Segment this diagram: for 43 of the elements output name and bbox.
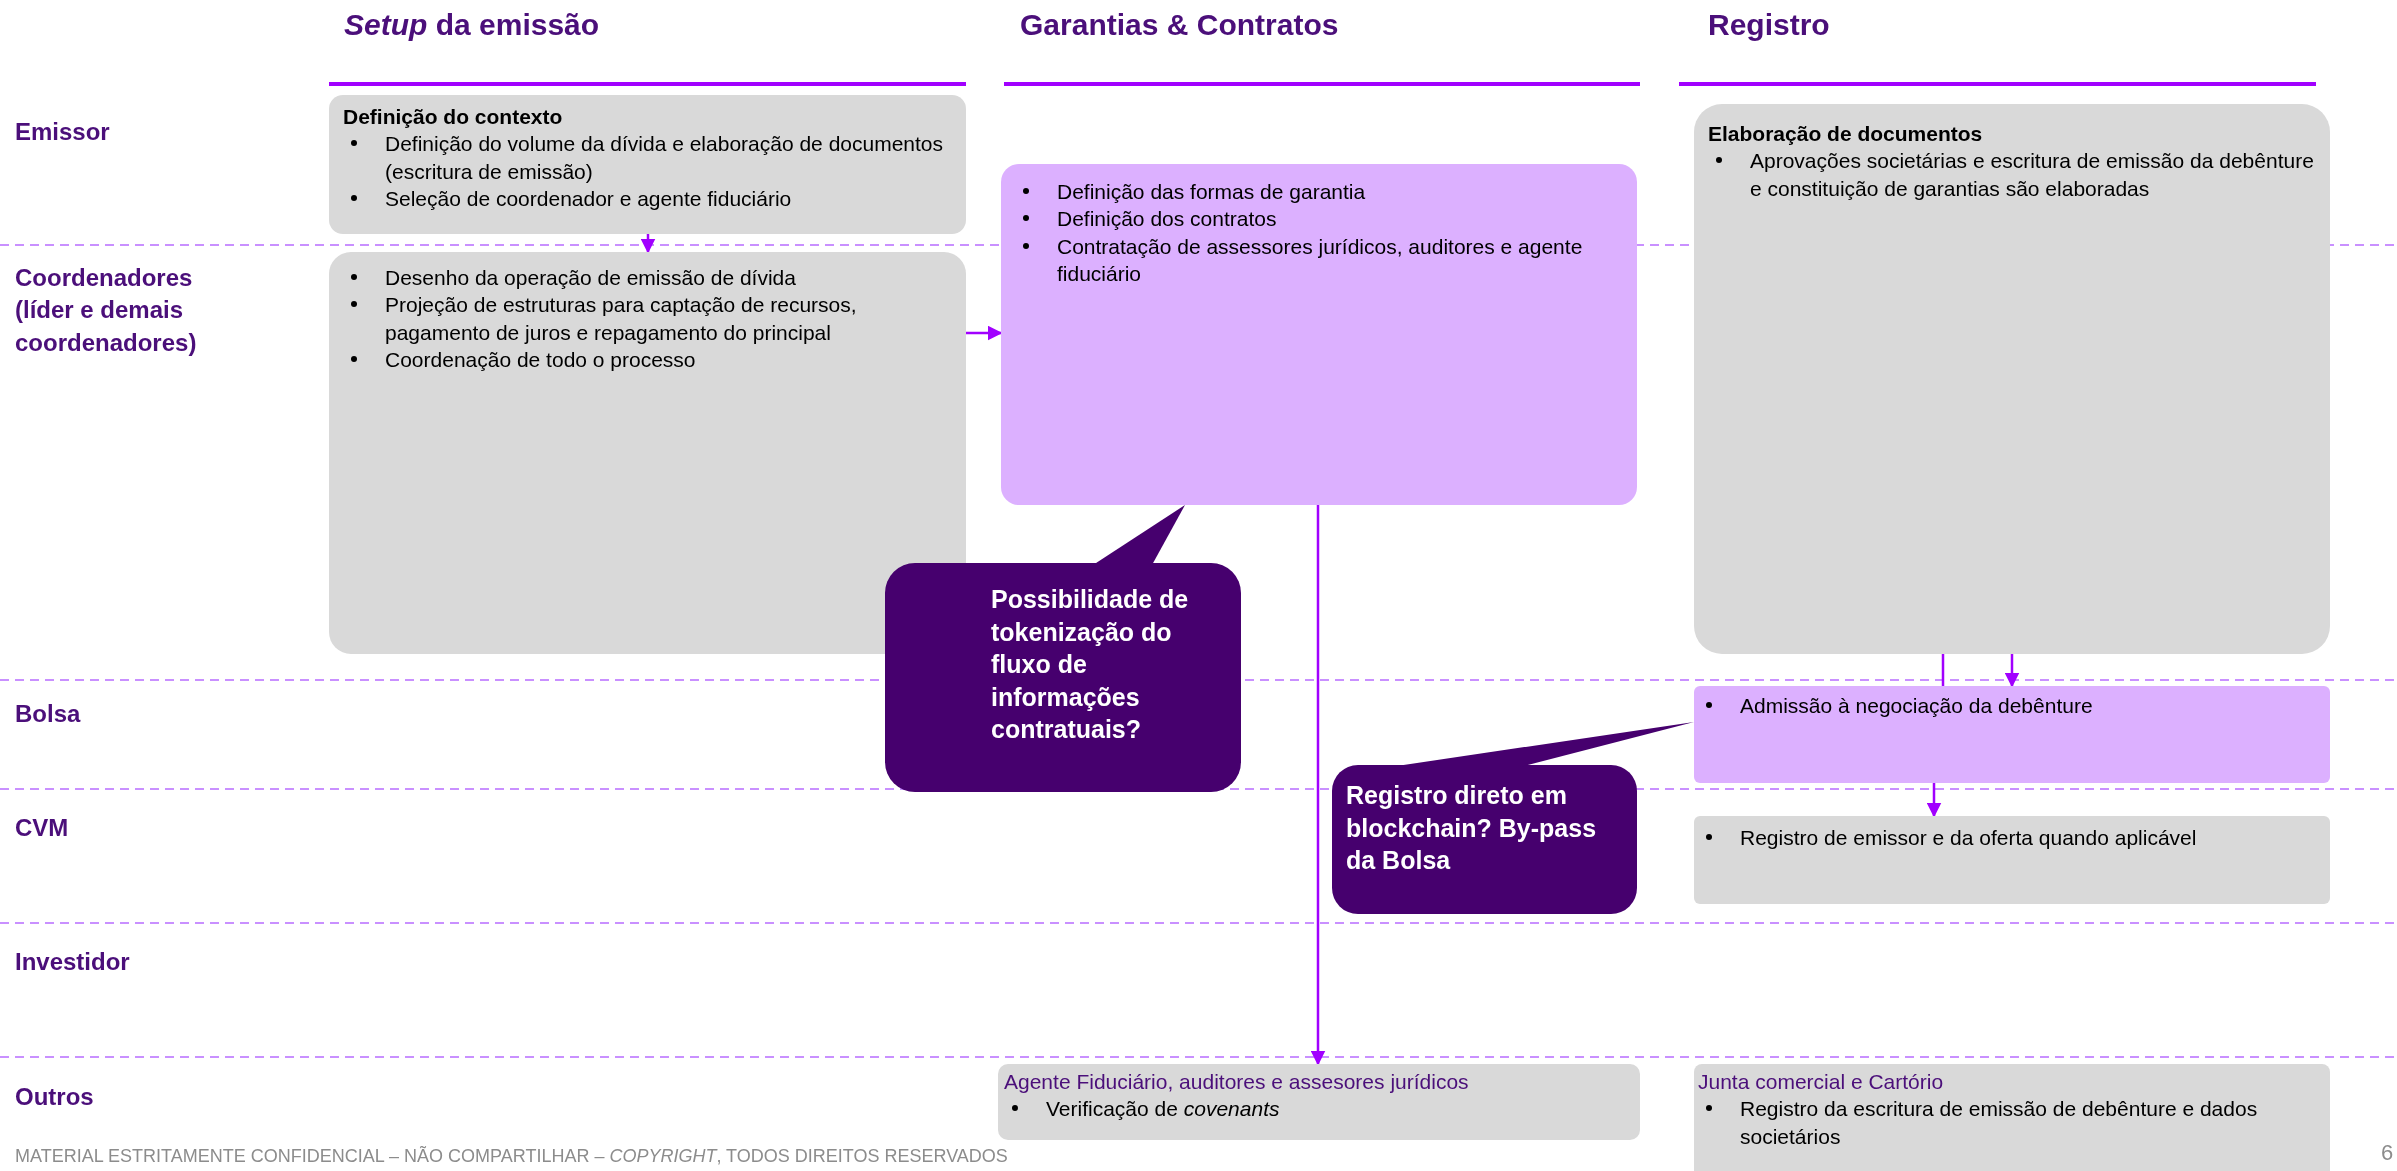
bullet-text: Registro da escritura de emissão de debênture e dados societários <box>1740 1097 2258 1148</box>
callout-text: Registro direto em blockchain? By-pass da Bolsa <box>1346 780 1598 876</box>
callout-text: Possibilidade de tokenização do fluxo de informações contratuais? <box>991 584 1190 745</box>
arrow <box>966 325 1003 341</box>
bullet-text: Desenho da operação de emissão de dívida <box>385 266 796 289</box>
lane-label: Investidor <box>15 947 131 977</box>
column-heading: Registro <box>1708 8 1830 42</box>
lane-label: Bolsa <box>15 699 82 729</box>
bullet-text: Definição dos contratos <box>1057 207 1277 231</box>
bullet-text: Coordenação de todo o processo <box>385 347 696 371</box>
arrow <box>1926 783 1942 818</box>
process-box <box>1694 104 2330 654</box>
bullet-text: Definição do volume da dívida e elaboração de documentos (escritura de emissão) <box>385 132 944 183</box>
page-number: 6 <box>2381 1140 2394 1166</box>
lane-label: Outros <box>15 1082 95 1112</box>
bullet-text: Verificação de covenants <box>1046 1097 1280 1121</box>
box-heading: Elaboração de documentos <box>1708 121 1983 147</box>
process-box <box>1694 1064 2330 1171</box>
process-box <box>1694 816 2330 904</box>
bullet-text: Registro de emissor e da oferta quando aplicável <box>1740 826 2197 849</box>
bullet-text: Admissão à negociação da debênture <box>1740 694 2093 717</box>
arrow <box>2004 654 2020 688</box>
arrow <box>640 234 656 254</box>
bullet-text: Seleção de coordenador e agente fiduciário <box>385 186 792 210</box>
lane-label: CVM <box>15 813 70 843</box>
bullet-text: Aprovações societárias e escritura de emissão da debênture e constituição de garantias são elaboradas <box>1750 149 2314 200</box>
bullet-text: Definição das formas de garantia <box>1057 180 1366 203</box>
bullet-text: Projeção de estruturas para captação de recursos, pagamento de juros e repagamento do principal <box>385 293 857 344</box>
box-heading: Agente Fiduciário, auditores e assesores jurídicos <box>1004 1069 1469 1095</box>
bullet-text: Contratação de assessores jurídicos, auditores e agente fiduciário <box>1057 234 1583 285</box>
process-box <box>998 1064 1640 1140</box>
column-heading: Garantias & Contratos <box>1020 8 1339 42</box>
lane-label: Emissor <box>15 117 111 147</box>
footer-text: MATERIAL ESTRITAMENTE CONFIDENCIAL – NÃO COMPARTILHAR – COPYRIGHT, TODOS DIREITOS RESERVADOS <box>15 1146 1008 1167</box>
arrow <box>1310 505 1326 1066</box>
lane-label: Coordenadores (líder e demais coordenadores) <box>15 263 198 358</box>
process-box <box>329 252 966 654</box>
process-box <box>1694 686 2330 783</box>
process-box <box>329 95 966 234</box>
column-heading: Setup da emissão <box>344 8 600 42</box>
process-box <box>1001 164 1637 505</box>
box-heading: Junta comercial e Cartório <box>1698 1069 1944 1095</box>
box-heading: Definição do contexto <box>343 104 563 130</box>
